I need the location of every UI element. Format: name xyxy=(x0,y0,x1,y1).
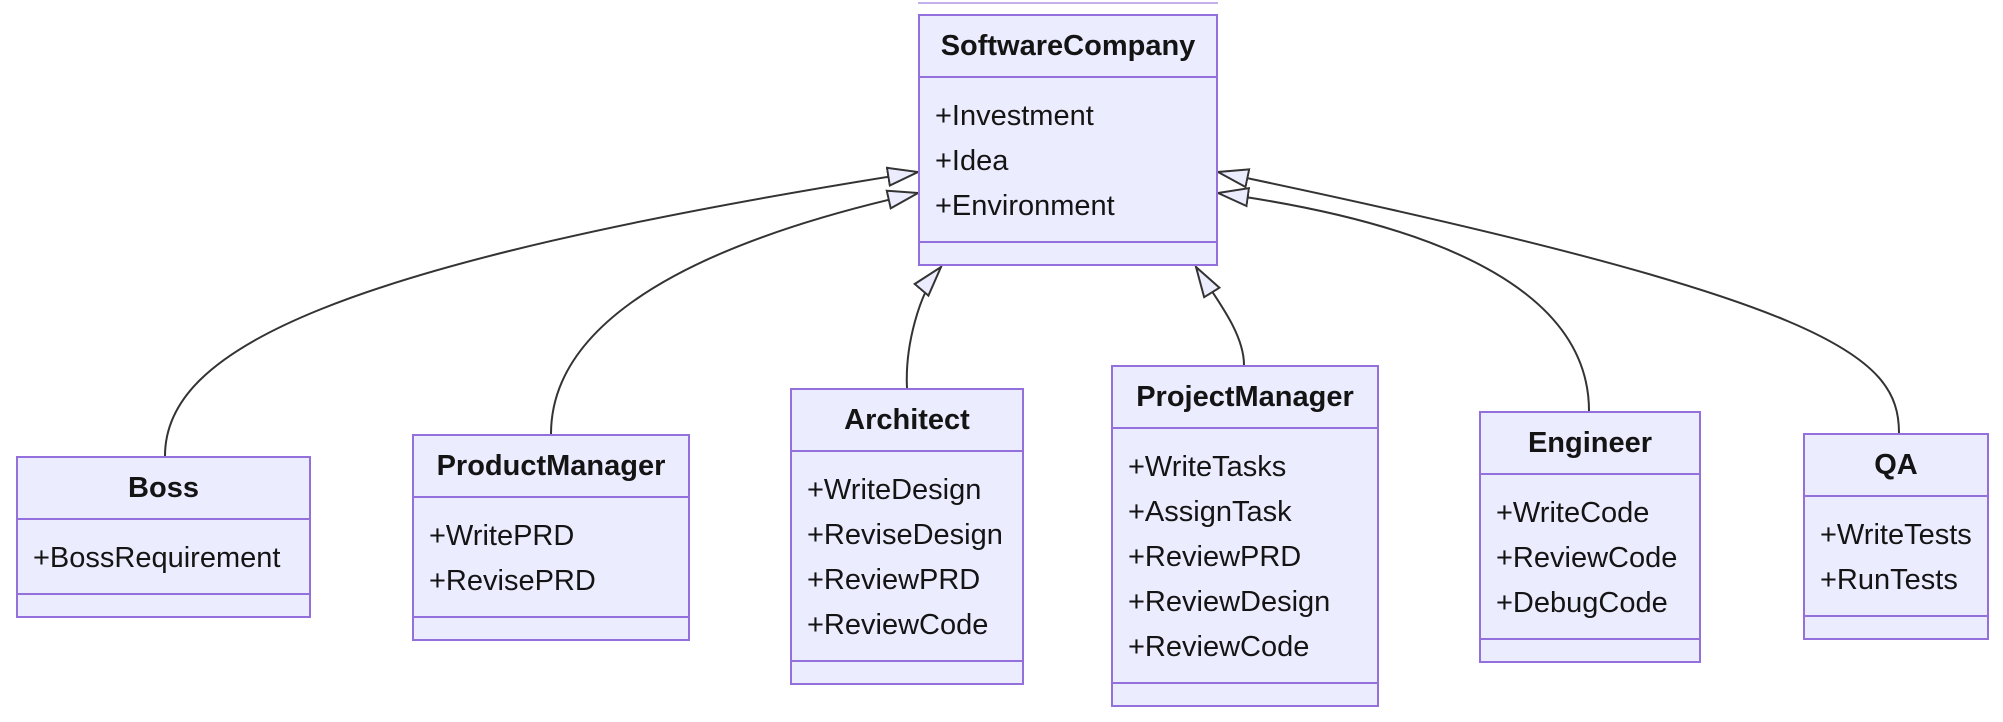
class-attribute: +ReviewPRD xyxy=(1128,541,1302,573)
class-attribute: +RevisePRD xyxy=(429,565,596,597)
class-title: Boss xyxy=(18,458,309,520)
class-title: ProductManager xyxy=(414,436,688,498)
class-methods-section-empty xyxy=(920,243,1216,264)
class-box-engineer: Engineer +WriteCode +ReviewCode +DebugCo… xyxy=(1479,411,1701,663)
class-title: Architect xyxy=(792,390,1022,452)
class-title: SoftwareCompany xyxy=(920,16,1216,78)
class-box-softwarecompany: SoftwareCompany +Investment +Idea +Envir… xyxy=(918,14,1218,266)
edge-engineer-to-softwarecompany xyxy=(1218,193,1590,412)
class-methods-section-empty xyxy=(792,662,1022,683)
edge-productmanager-to-softwarecompany xyxy=(550,193,918,435)
class-attribute: +WriteDesign xyxy=(807,474,982,506)
class-attributes-section: +WriteTasks +AssignTask +ReviewPRD +Revi… xyxy=(1113,429,1377,684)
edge-boss-to-softwarecompany xyxy=(164,172,918,457)
class-attribute: +ReviewPRD xyxy=(807,564,981,596)
class-attribute: +BossRequirement xyxy=(33,542,281,574)
class-attribute: +Environment xyxy=(935,190,1115,222)
class-box-architect: Architect +WriteDesign +ReviseDesign +Re… xyxy=(790,388,1024,685)
class-attribute: +ReviewCode xyxy=(1128,631,1310,663)
class-title: ProjectManager xyxy=(1113,367,1377,429)
class-methods-section-empty xyxy=(18,595,309,616)
class-box-productmanager: ProductManager +WritePRD +RevisePRD xyxy=(412,434,690,641)
edge-architect-to-softwarecompany xyxy=(905,267,941,389)
edge-qa-to-softwarecompany xyxy=(1218,172,1900,434)
class-attributes-section: +WritePRD +RevisePRD xyxy=(414,498,688,618)
class-attribute: +RunTests xyxy=(1820,564,1958,596)
class-attribute: +WriteCode xyxy=(1496,497,1650,529)
class-attribute: +WriteTasks xyxy=(1128,451,1287,483)
class-methods-section-empty xyxy=(414,618,688,639)
class-attribute: +ReviseDesign xyxy=(807,519,1003,551)
class-attribute: +DebugCode xyxy=(1496,587,1668,619)
class-attribute: +Idea xyxy=(935,145,1009,177)
class-title: Engineer xyxy=(1481,413,1699,475)
class-attributes-section: +WriteTests +RunTests xyxy=(1805,497,1987,617)
class-methods-section-empty xyxy=(1113,684,1377,705)
class-attribute: +ReviewDesign xyxy=(1128,586,1331,618)
class-attributes-section: +WriteCode +ReviewCode +DebugCode xyxy=(1481,475,1699,640)
class-title: QA xyxy=(1805,435,1987,497)
class-attribute: +WritePRD xyxy=(429,520,575,552)
class-attribute: +Investment xyxy=(935,100,1094,132)
class-attributes-section: +Investment +Idea +Environment xyxy=(920,78,1216,243)
class-attribute: +WriteTests xyxy=(1820,519,1972,551)
class-box-boss: Boss +BossRequirement xyxy=(16,456,311,618)
class-methods-section-empty xyxy=(1805,617,1987,638)
class-attributes-section: +BossRequirement xyxy=(18,520,309,595)
class-attributes-section: +WriteDesign +ReviseDesign +ReviewPRD +R… xyxy=(792,452,1022,662)
edge-projectmanager-to-softwarecompany xyxy=(1196,267,1245,366)
class-attribute: +AssignTask xyxy=(1128,496,1292,528)
class-methods-section-empty xyxy=(1481,640,1699,661)
class-box-projectmanager: ProjectManager +WriteTasks +AssignTask +… xyxy=(1111,365,1379,707)
class-box-qa: QA +WriteTests +RunTests xyxy=(1803,433,1989,640)
class-attribute: +ReviewCode xyxy=(807,609,989,641)
class-attribute: +ReviewCode xyxy=(1496,542,1678,574)
